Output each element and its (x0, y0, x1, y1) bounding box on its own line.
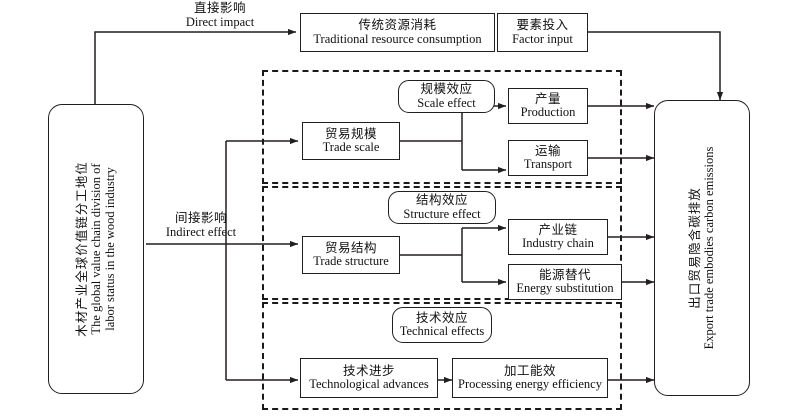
node-effect-technical-effects-cn: 技术效应 (415, 310, 468, 325)
edge-label-indirect-effect: 间接影响 Indirect effect (146, 211, 256, 240)
node-outcome-transport-cn: 运输 (534, 143, 561, 158)
node-driver-technological-advances-cn: 技术进步 (342, 363, 395, 378)
node-outcome-processing-energy-efficiency-en: Processing energy efficiency (458, 377, 602, 391)
edge-label-direct-impact-cn: 直接影响 (193, 1, 246, 15)
node-effect-scale-effect[interactable]: 规模效应 Scale effect (398, 80, 495, 113)
node-outcome-transport-en: Transport (523, 157, 573, 171)
node-traditional-resource-consumption-cn: 传统资源消耗 (358, 18, 437, 32)
node-driver-trade-structure-cn: 贸易结构 (324, 240, 377, 255)
node-outcome-industry-chain-cn: 产业链 (538, 222, 578, 237)
node-effect-structure-effect[interactable]: 结构效应 Structure effect (388, 191, 496, 224)
dashed-group-technical-effect (262, 302, 622, 410)
node-source-value-chain-status[interactable]: 木材产业全球价值链分工地位 The global value chain div… (48, 104, 144, 394)
node-outcome-energy-substitution[interactable]: 能源替代 Energy substitution (508, 264, 622, 300)
node-outcome-processing-energy-efficiency[interactable]: 加工能效 Processing energy efficiency (452, 358, 608, 398)
node-outcome-energy-substitution-en: Energy substitution (516, 281, 614, 295)
node-factor-input[interactable]: 要素投入 Factor input (497, 13, 588, 52)
node-source-label-cn: 木材产业全球价值链分工地位 (75, 161, 89, 337)
edge-label-indirect-effect-cn: 间接影响 (174, 211, 227, 225)
node-outcome-industry-chain-en: Industry chain (522, 236, 594, 250)
node-effect-technical-effects-en: Technical effects (399, 324, 485, 338)
node-sink-label: 出口贸易隐含碳排放 Export trade embodies carbon e… (688, 147, 716, 350)
edge-label-indirect-effect-en: Indirect effect (165, 224, 237, 239)
node-traditional-resource-consumption[interactable]: 传统资源消耗 Traditional resource consumption (300, 13, 495, 52)
node-source-label: 木材产业全球价值链分工地位 The global value chain div… (75, 161, 117, 337)
node-effect-scale-effect-en: Scale effect (417, 95, 476, 110)
node-source-label-en-line1: The global value chain division of (89, 163, 103, 335)
node-driver-technological-advances[interactable]: 技术进步 Technological advances (300, 358, 438, 398)
dashed-group-scale-effect (262, 70, 622, 184)
node-sink-label-en: Export trade embodies carbon emissions (702, 146, 716, 350)
node-driver-trade-scale-en: Trade scale (322, 140, 380, 154)
edge-label-direct-impact-en: Direct impact (185, 14, 255, 29)
node-effect-technical-effects[interactable]: 技术效应 Technical effects (392, 307, 492, 343)
node-source-label-en-line2: labor status in the wood industry (103, 167, 117, 331)
node-outcome-production[interactable]: 产量 Production (508, 88, 588, 124)
node-effect-structure-effect-cn: 结构效应 (415, 193, 468, 207)
node-outcome-processing-energy-efficiency-cn: 加工能效 (503, 363, 556, 378)
node-driver-trade-structure[interactable]: 贸易结构 Trade structure (302, 236, 400, 274)
node-traditional-resource-consumption-en: Traditional resource consumption (313, 31, 482, 46)
dashed-group-structure-effect (262, 186, 622, 300)
node-effect-scale-effect-cn: 规模效应 (420, 82, 473, 96)
node-driver-technological-advances-en: Technological advances (309, 377, 429, 391)
node-outcome-production-en: Production (520, 105, 576, 119)
node-driver-trade-structure-en: Trade structure (313, 254, 389, 268)
node-factor-input-en: Factor input (512, 31, 573, 46)
node-outcome-energy-substitution-cn: 能源替代 (538, 267, 591, 282)
node-sink-label-cn: 出口贸易隐含碳排放 (688, 187, 702, 309)
node-driver-trade-scale-cn: 贸易规模 (324, 126, 377, 141)
node-effect-structure-effect-en: Structure effect (403, 206, 481, 221)
node-sink-export-carbon-emissions[interactable]: 出口贸易隐含碳排放 Export trade embodies carbon e… (654, 100, 750, 396)
node-factor-input-cn: 要素投入 (516, 18, 569, 32)
node-outcome-production-cn: 产量 (534, 91, 561, 106)
node-driver-trade-scale[interactable]: 贸易规模 Trade scale (302, 122, 400, 160)
node-outcome-industry-chain[interactable]: 产业链 Industry chain (508, 219, 608, 255)
edge-label-direct-impact: 直接影响 Direct impact (155, 1, 285, 30)
node-outcome-transport[interactable]: 运输 Transport (508, 140, 588, 176)
